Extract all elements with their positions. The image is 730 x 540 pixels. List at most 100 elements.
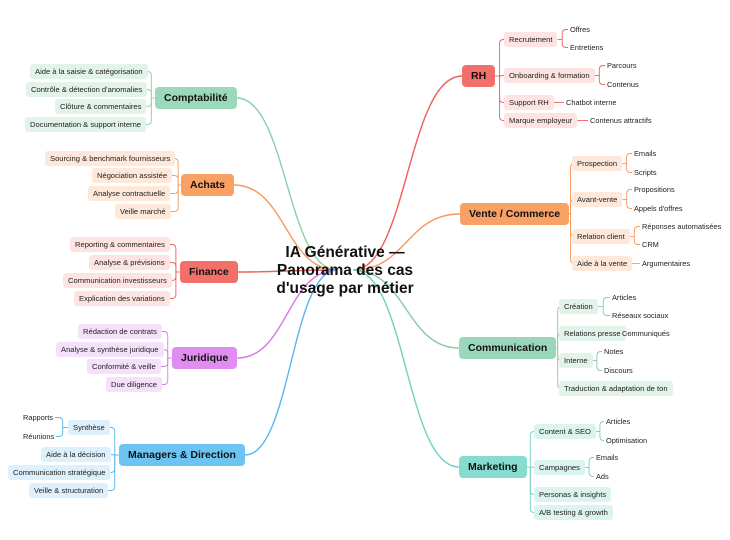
connector-55 [599,431,604,441]
managers-rapports[interactable]: Rapports [23,413,53,422]
juridique-synthese[interactable]: Analyse & synthèse juridique [56,342,164,357]
branch-rh[interactable]: RH [462,65,496,87]
managers-reunions[interactable]: Réunions [23,432,55,441]
connector-30 [633,236,640,245]
managers-veille[interactable]: Veille & structuration [29,483,109,498]
comm-reseaux[interactable]: Réseaux sociaux [612,311,669,320]
connector-62 [147,89,152,98]
connector-91 [56,427,64,437]
connector-24 [626,163,632,173]
juridique-due-diligence[interactable]: Due diligence [106,377,163,392]
connector-83 [244,269,338,456]
mkt-personas[interactable]: Personas & insights [534,487,612,502]
vente-crm[interactable]: CRM [642,240,659,249]
connector-64 [146,98,152,125]
comm-traduction[interactable]: Traduction & adaptation de ton [559,381,673,396]
mkt-content-seo[interactable]: Content & SEO [534,424,596,439]
connector-90 [55,417,64,428]
managers-communication[interactable]: Communication stratégique [8,465,111,480]
branch-communication[interactable]: Communication [459,337,557,359]
compta-cloture[interactable]: Clôture & commentaires [55,99,147,114]
connector-81 [160,358,169,367]
compta-documentation[interactable]: Documentation & support interne [25,117,147,132]
connector-8 [561,39,568,48]
achats-sourcing[interactable]: Sourcing & benchmark fournisseurs [45,151,176,166]
connector-76 [169,272,177,299]
branch-marketing[interactable]: Marketing [459,456,527,478]
achats-contractuelle[interactable]: Analyse contractuelle [88,186,171,201]
connector-65 [234,184,338,271]
connector-63 [146,98,152,107]
comm-articles[interactable]: Articles [612,293,637,302]
rh-parcours[interactable]: Parcours [607,61,637,70]
rh-chatbot[interactable]: Chatbot interne [566,98,617,107]
vente-reponses[interactable]: Réponses automatisées [642,222,722,231]
connector-70 [170,185,179,212]
connector-79 [161,331,169,358]
managers-synthese[interactable]: Synthèse [68,420,110,435]
connector-85 [109,427,116,455]
finance-reporting[interactable]: Reporting & commentaires [70,237,170,252]
connector-88 [108,455,116,491]
comm-interne[interactable]: Interne [559,353,593,368]
connector-41 [602,306,610,316]
central-topic-line: Panorama des cas [276,262,414,279]
connector-11 [598,75,605,85]
mkt-emails[interactable]: Emails [596,453,619,462]
central-topic-line: IA Générative — [285,244,405,261]
vente-emails[interactable]: Emails [634,149,657,158]
rh-onboarding[interactable]: Onboarding & formation [504,68,595,83]
comm-communiques[interactable]: Communiqués [622,329,670,338]
rh-marque[interactable]: Marque employeur [504,113,578,128]
mkt-ab-testing[interactable]: A/B testing & growth [534,505,613,520]
finance-investisseurs[interactable]: Communication investisseurs [63,273,172,288]
managers-decision[interactable]: Aide à la décision [41,447,111,462]
rh-recrutement[interactable]: Recrutement [504,32,558,47]
mkt-optimisation[interactable]: Optimisation [606,436,648,445]
rh-offres[interactable]: Offres [570,25,590,34]
achats-veille[interactable]: Veille marché [115,204,171,219]
branch-finance[interactable]: Finance [180,261,238,283]
mkt-campagnes[interactable]: Campagnes [534,460,585,475]
vente-relation-client[interactable]: Relation client [572,229,630,244]
juridique-contrats[interactable]: Rédaction de contrats [78,324,162,339]
connector-69 [170,185,179,194]
finance-analyse[interactable]: Analyse & prévisions [89,255,170,270]
connector-71 [237,269,338,273]
vente-aide-vente[interactable]: Aide à la vente [572,256,633,271]
branch-achats[interactable]: Achats [181,174,235,196]
comm-relations-presse[interactable]: Relations presse [559,326,626,341]
central-topic-line: d'usage par métier [276,280,414,297]
mkt-ads[interactable]: Ads [596,472,609,481]
connector-7 [561,29,568,40]
connector-46 [596,360,602,371]
comm-creation[interactable]: Création [559,299,598,314]
connector-87 [110,455,116,473]
branch-comptabilite[interactable]: Comptabilité [155,87,237,109]
vente-scripts[interactable]: Scripts [634,168,657,177]
vente-appels-offres[interactable]: Appels d'offres [634,204,683,213]
connector-23 [626,153,632,164]
achats-negociation[interactable]: Négociation assistée [92,168,173,183]
branch-juridique[interactable]: Juridique [172,347,238,369]
branch-vente[interactable]: Vente / Commerce [460,203,570,225]
rh-contenus[interactable]: Contenus [607,80,639,89]
compta-saisie[interactable]: Aide à la saisie & catégorisation [30,64,148,79]
rh-support[interactable]: Support RH [504,95,554,110]
comm-notes[interactable]: Notes [604,347,624,356]
mkt-articles[interactable]: Articles [606,417,631,426]
connector-29 [633,226,640,237]
vente-propositions[interactable]: Propositions [634,185,675,194]
vente-prospection[interactable]: Prospection [572,156,623,171]
comm-discours[interactable]: Discours [604,366,633,375]
rh-entretiens[interactable]: Entretiens [570,43,604,52]
rh-contenus-attractifs[interactable]: Contenus attractifs [590,116,652,125]
finance-variations[interactable]: Explication des variations [74,291,170,306]
juridique-conformite[interactable]: Conformité & veille [87,359,161,374]
connector-74 [169,262,177,272]
compta-controle[interactable]: Contrôle & détection d'anomalies [26,82,148,97]
vente-argumentaires[interactable]: Argumentaires [642,259,691,268]
branch-managers[interactable]: Managers & Direction [119,444,245,466]
vente-avant-vente[interactable]: Avant-vente [572,192,623,207]
